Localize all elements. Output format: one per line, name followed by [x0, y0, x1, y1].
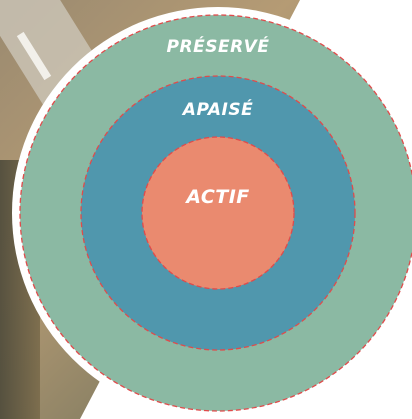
zone-outer-label: PRÉSERVÉ: [167, 35, 270, 57]
zone-middle-label: APAISÉ: [181, 98, 253, 120]
zone-inner-label: ACTIF: [184, 186, 250, 208]
zone-inner: [141, 136, 295, 290]
